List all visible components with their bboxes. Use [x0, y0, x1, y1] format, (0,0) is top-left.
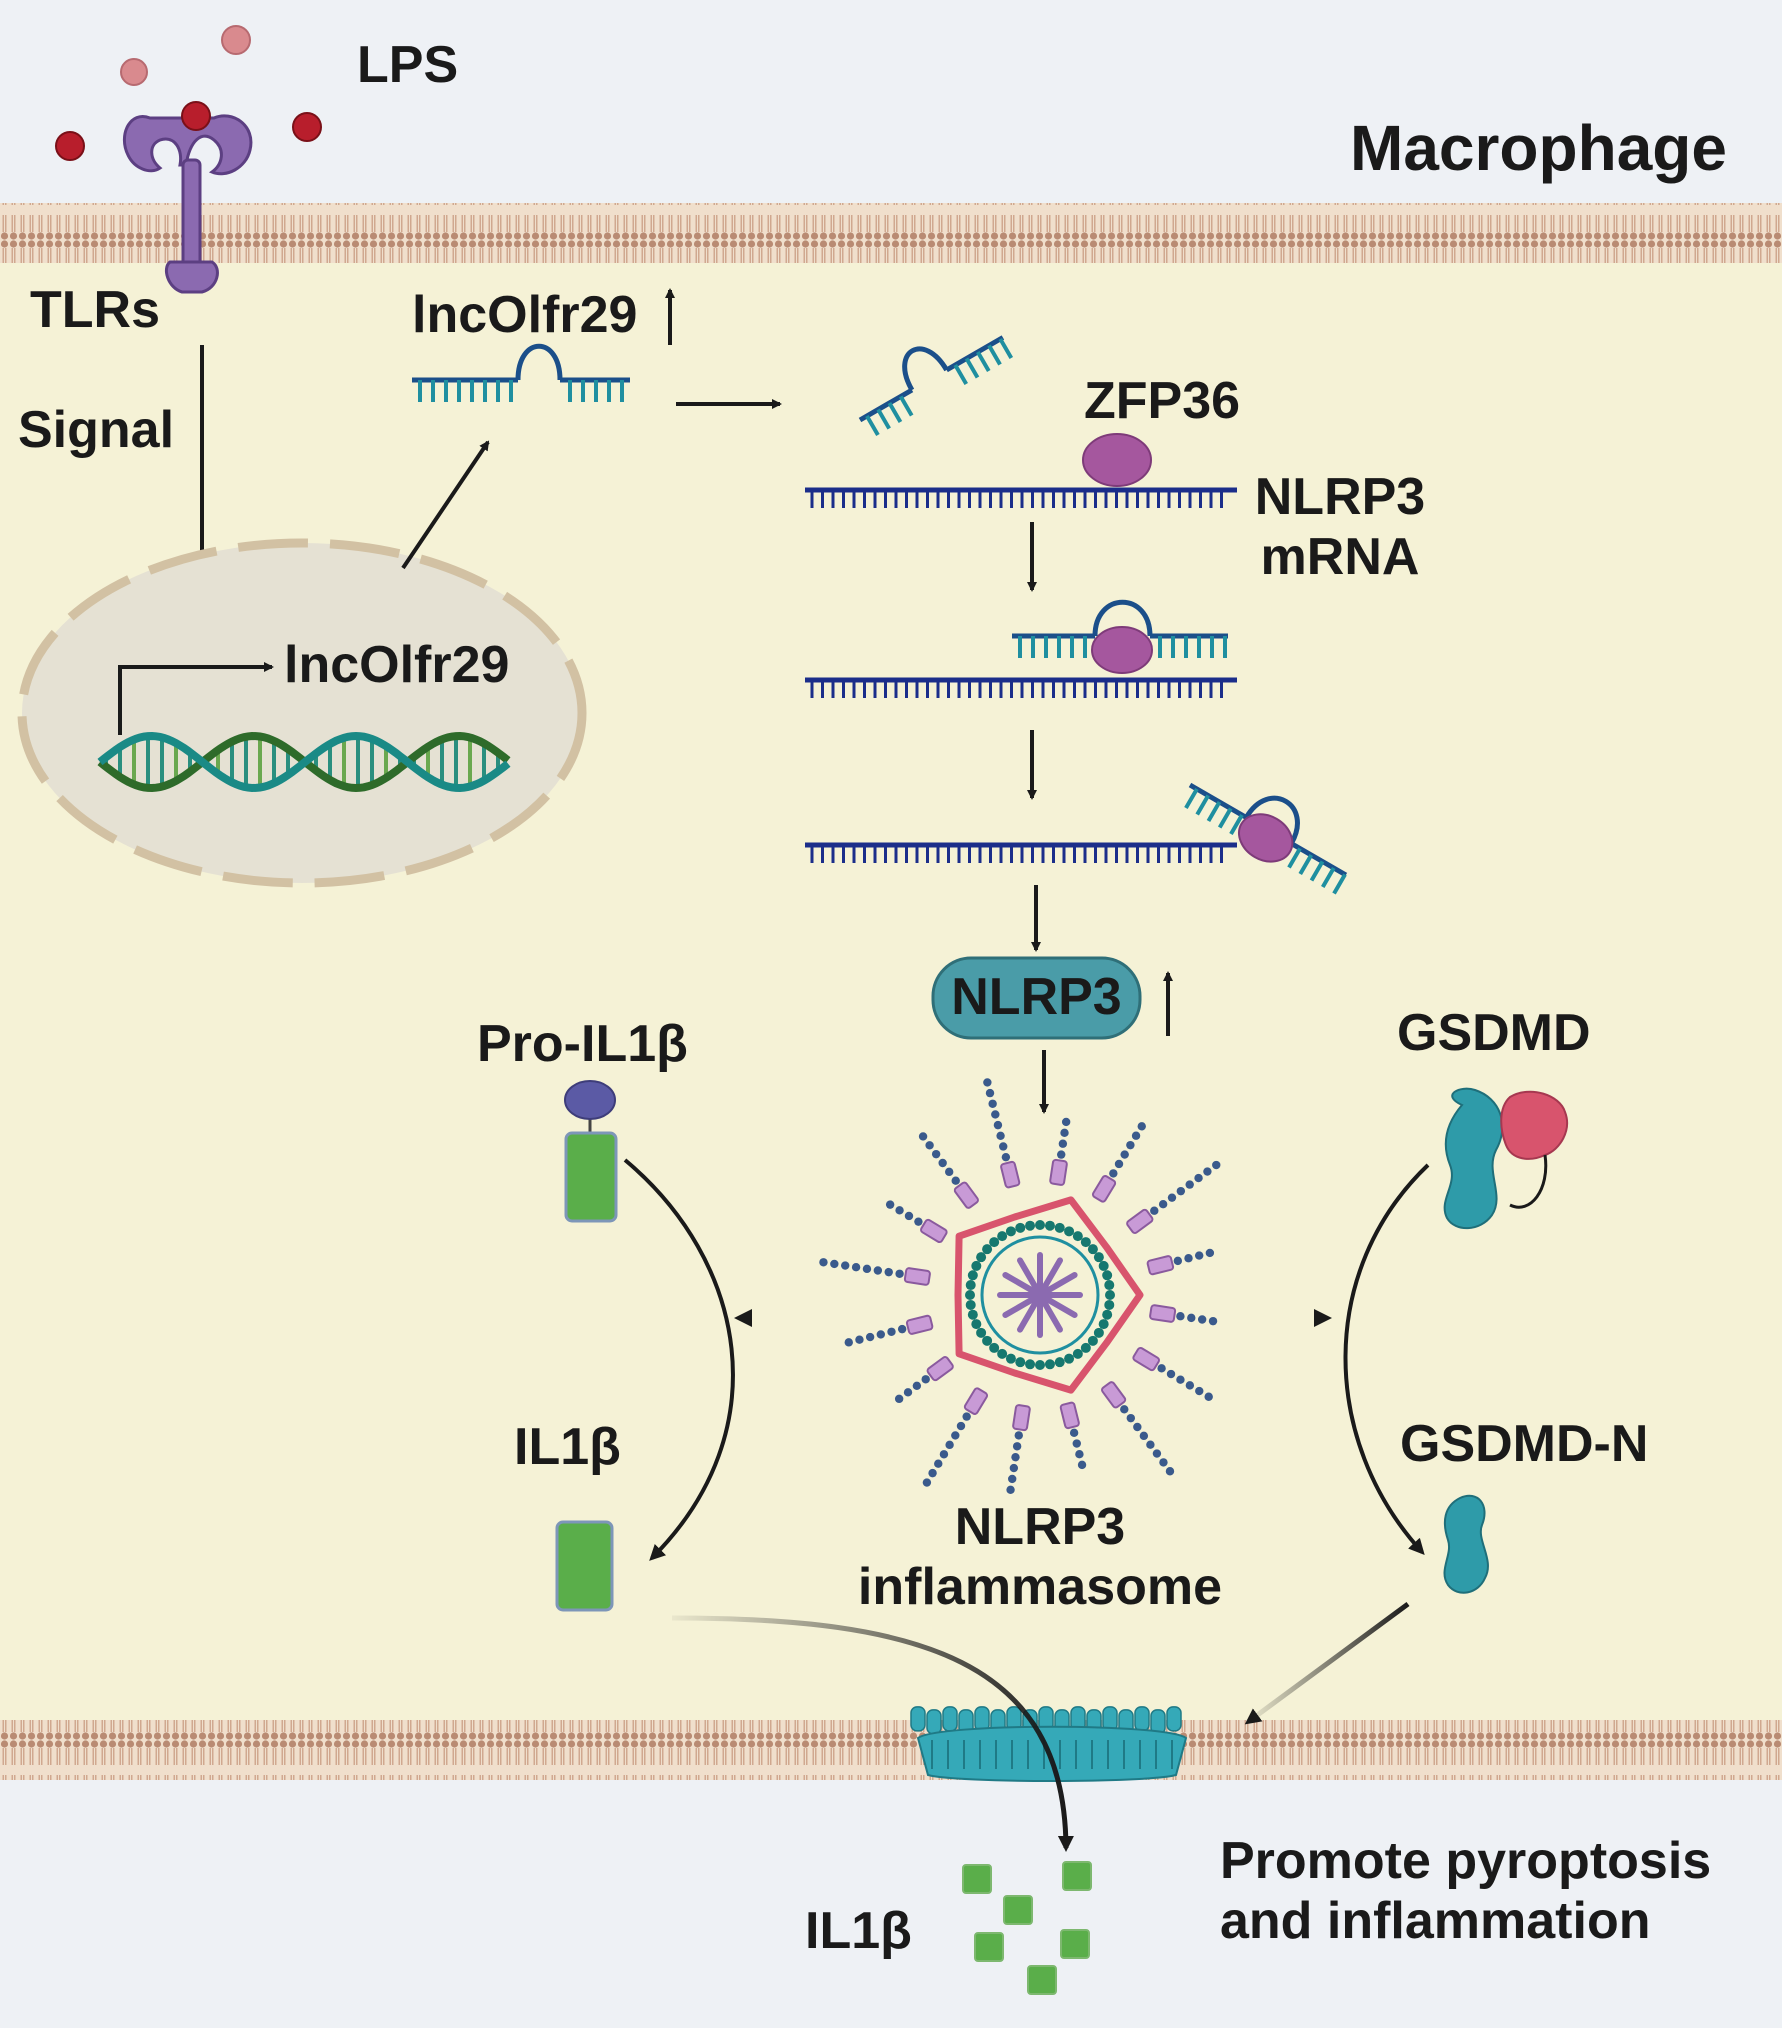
gsdmd-n-icon [1443, 1495, 1489, 1594]
il1b-mature-icon [555, 1520, 614, 1612]
pro-il1b-icon [564, 1080, 618, 1223]
gsdmd-n-to-pore-arrow [1244, 1601, 1410, 1725]
il1b-release-arrow [671, 1615, 1074, 1852]
extracellular-space-top [0, 0, 1782, 205]
lncrna-zfp36-complex-released [1184, 782, 1348, 895]
extracellular-space-bottom [0, 1775, 1782, 2028]
nlrp3-protein-box [931, 956, 1142, 1040]
export-arrow [401, 440, 490, 570]
lncolfr29-cyto-label: lncOlfr29 [412, 286, 638, 344]
gsdmd-n-label: GSDMD-N [1400, 1415, 1649, 1473]
nlrp3-protein-label: NLRP3 [951, 968, 1122, 1026]
gsdmd-protein-icon [1443, 1087, 1568, 1230]
gsdmd-cleavage-arrow [1343, 1163, 1430, 1555]
nlrp3-mrna-strand-3 [805, 842, 1237, 863]
lncolfr29-nucleus-label: lncOlfr29 [284, 636, 510, 694]
zfp36-label: ZFP36 [1084, 372, 1241, 430]
zfp36-protein-icon [1082, 433, 1152, 487]
promoter-arrow [118, 662, 274, 735]
nlrp3-mrna-strand-1 [805, 487, 1237, 508]
nlrp3-mrna-label: NLRP3 mRNA [1240, 468, 1440, 588]
il1b-inside-label: IL1β [514, 1418, 621, 1476]
nlrp3-mrna-label-line1: NLRP3 [1254, 468, 1426, 526]
nucleus [17, 538, 587, 888]
cell-membrane-bottom [0, 1720, 1782, 1780]
promote-label-line1: Promote pyroptosis [1220, 1832, 1712, 1890]
tlr-receptor-icon [122, 101, 253, 294]
lncrna-cyto-icon [412, 343, 630, 402]
cell-membrane-top [0, 203, 1782, 263]
macrophage-label: Macrophage [1350, 112, 1727, 184]
pro-il1b-label: Pro-IL1β [477, 1015, 688, 1073]
dna-helix-icon [97, 731, 511, 793]
gsdmd-pore-icon [910, 1706, 1188, 1782]
il1b-released-icons [962, 1861, 1092, 1995]
promote-label-line2: and inflammation [1220, 1891, 1651, 1950]
nlrp3-inflammasome-label-line2: inflammasome [857, 1557, 1223, 1616]
tlrs-label: TLRs [30, 281, 160, 339]
signal-label: Signal [18, 401, 175, 459]
nlrp3-inflammasome-icon [819, 1078, 1221, 1494]
promote-label: Promote pyroptosis and inflammation [1220, 1832, 1711, 1952]
nlrp3-inflammasome-label-line1: NLRP3 [954, 1498, 1126, 1556]
nlrp3-mrna-label-line2: mRNA [1260, 527, 1420, 586]
lps-molecules [55, 25, 322, 161]
il1b-cleavage-arrow [623, 1158, 735, 1561]
nlrp3-mrna-strand-2 [805, 677, 1237, 698]
lps-label: LPS [357, 36, 459, 94]
nlrp3-inflammasome-label: NLRP3 inflammasome [830, 1498, 1250, 1618]
il1b-outside-label: IL1β [805, 1902, 912, 1960]
lncrna-zfp36-complex-bound [1012, 599, 1228, 674]
gsdmd-label: GSDMD [1397, 1004, 1591, 1062]
lncrna-tilted-icon [858, 335, 1014, 437]
